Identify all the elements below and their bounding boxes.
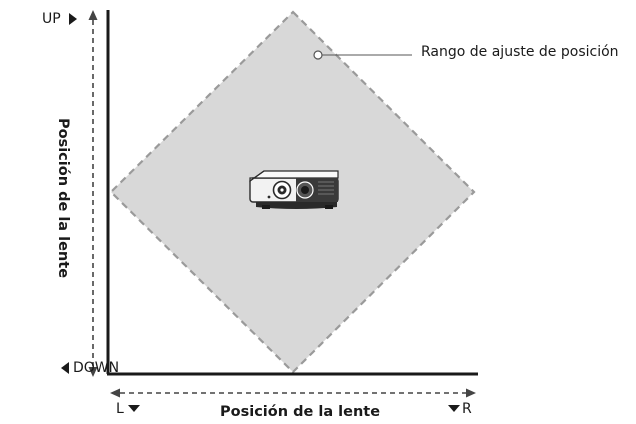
x-axis-title: Posición de la lente [220,404,381,420]
triangle-right-icon [69,13,77,25]
triangle-down-icon [128,405,140,412]
vertical-range-arrowhead-down [88,367,98,377]
projector-icon [249,170,339,209]
horizontal-range-arrowhead-right [466,388,476,398]
triangle-left-icon [61,362,69,374]
up-label: UP [42,11,61,27]
down-label: DOWN [73,360,120,376]
callout-label: Rango de ajuste de posición [421,44,619,60]
y-axis-title: Posición de la lente [55,117,71,279]
callout-dot [313,50,323,60]
right-label: R [462,401,472,417]
triangle-down-icon [448,405,460,412]
left-label: L [116,401,124,417]
vertical-range-arrowhead-up [88,10,98,20]
horizontal-range-arrowhead-left [110,388,120,398]
